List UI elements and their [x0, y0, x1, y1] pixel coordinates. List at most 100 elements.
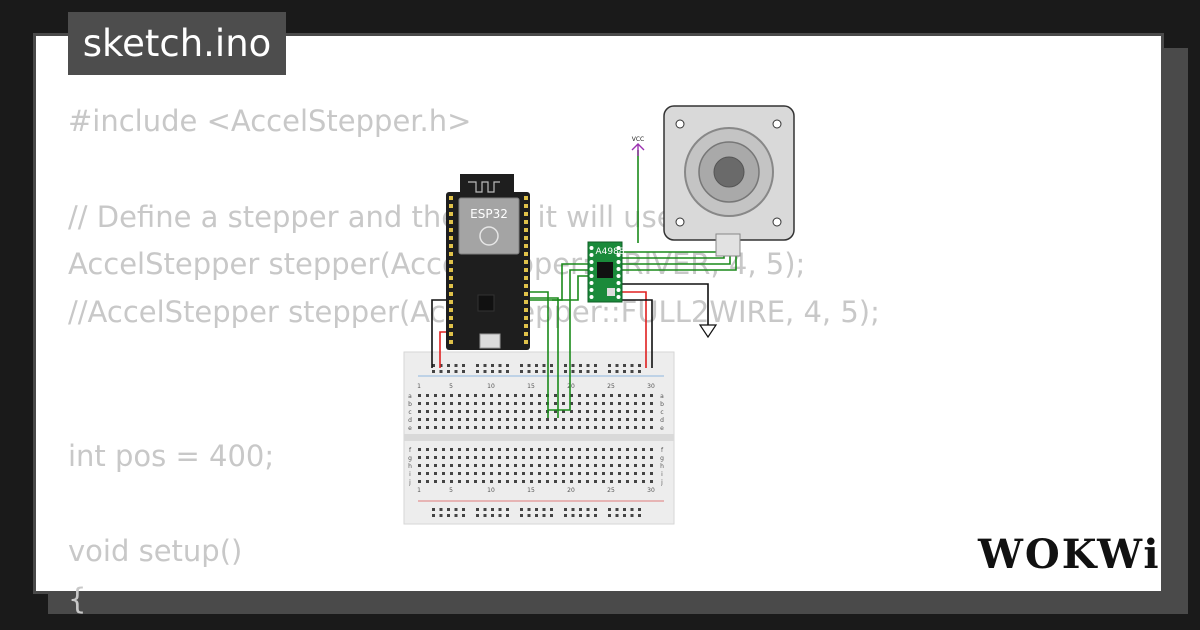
- breadboard-hole[interactable]: [454, 370, 458, 373]
- breadboard-hole[interactable]: [530, 472, 533, 475]
- breadboard-hole[interactable]: [498, 456, 501, 459]
- breadboard-hole[interactable]: [482, 456, 485, 459]
- breadboard-hole[interactable]: [450, 448, 453, 451]
- breadboard-hole[interactable]: [546, 418, 549, 421]
- breadboard-hole[interactable]: [506, 364, 509, 367]
- breadboard-hole[interactable]: [562, 402, 565, 405]
- breadboard-hole[interactable]: [458, 426, 461, 429]
- breadboard-hole[interactable]: [482, 402, 485, 405]
- breadboard-hole[interactable]: [498, 472, 501, 475]
- breadboard-hole[interactable]: [570, 410, 573, 413]
- breadboard-hole[interactable]: [530, 394, 533, 397]
- breadboard-hole[interactable]: [538, 464, 541, 467]
- driver-pin[interactable]: [616, 267, 621, 271]
- breadboard-hole[interactable]: [527, 364, 531, 367]
- breadboard-hole[interactable]: [522, 480, 525, 483]
- driver-pin[interactable]: [616, 274, 621, 278]
- breadboard-hole[interactable]: [586, 508, 590, 511]
- breadboard-hole[interactable]: [538, 410, 541, 413]
- breadboard-hole[interactable]: [466, 418, 469, 421]
- breadboard-hole[interactable]: [514, 402, 517, 405]
- breadboard-hole[interactable]: [506, 402, 509, 405]
- breadboard-hole[interactable]: [650, 426, 653, 429]
- breadboard-hole[interactable]: [562, 448, 565, 451]
- breadboard-hole[interactable]: [498, 426, 501, 429]
- breadboard-hole[interactable]: [530, 464, 533, 467]
- breadboard-hole[interactable]: [418, 418, 421, 421]
- breadboard-hole[interactable]: [586, 370, 590, 373]
- breadboard-hole[interactable]: [522, 418, 525, 421]
- esp32-pin[interactable]: [524, 324, 528, 328]
- breadboard-hole[interactable]: [426, 410, 429, 413]
- breadboard-hole[interactable]: [476, 514, 479, 517]
- esp32-pin[interactable]: [524, 284, 528, 288]
- esp32-pin[interactable]: [449, 196, 453, 200]
- breadboard-hole[interactable]: [439, 364, 443, 367]
- breadboard-hole[interactable]: [538, 394, 541, 397]
- breadboard-hole[interactable]: [458, 418, 461, 421]
- breadboard-hole[interactable]: [447, 370, 450, 373]
- breadboard-hole[interactable]: [594, 508, 597, 511]
- breadboard-hole[interactable]: [554, 410, 557, 413]
- breadboard-hole[interactable]: [638, 364, 641, 367]
- esp32-pin[interactable]: [524, 212, 528, 216]
- breadboard-hole[interactable]: [578, 464, 581, 467]
- breadboard-hole[interactable]: [514, 426, 517, 429]
- breadboard-hole[interactable]: [615, 370, 619, 373]
- breadboard-hole[interactable]: [514, 464, 517, 467]
- breadboard-hole[interactable]: [562, 426, 565, 429]
- breadboard-hole[interactable]: [506, 370, 509, 373]
- breadboard-hole[interactable]: [618, 472, 621, 475]
- breadboard-hole[interactable]: [538, 456, 541, 459]
- breadboard-hole[interactable]: [458, 464, 461, 467]
- breadboard-hole[interactable]: [554, 402, 557, 405]
- breadboard-hole[interactable]: [608, 508, 611, 511]
- esp32-pin[interactable]: [524, 276, 528, 280]
- breadboard-hole[interactable]: [474, 480, 477, 483]
- breadboard-hole[interactable]: [535, 364, 538, 367]
- breadboard-hole[interactable]: [602, 418, 605, 421]
- breadboard-hole[interactable]: [618, 464, 621, 467]
- esp32-pin[interactable]: [524, 332, 528, 336]
- breadboard-hole[interactable]: [498, 480, 501, 483]
- esp32-pin[interactable]: [449, 220, 453, 224]
- breadboard-hole[interactable]: [522, 464, 525, 467]
- esp32-pin[interactable]: [449, 244, 453, 248]
- driver-pin[interactable]: [616, 295, 621, 299]
- breadboard-hole[interactable]: [520, 370, 523, 373]
- breadboard-hole[interactable]: [638, 370, 641, 373]
- breadboard-hole[interactable]: [634, 480, 637, 483]
- breadboard-hole[interactable]: [650, 456, 653, 459]
- breadboard-hole[interactable]: [522, 402, 525, 405]
- breadboard-hole[interactable]: [482, 472, 485, 475]
- breadboard-hole[interactable]: [586, 402, 589, 405]
- esp32-pin[interactable]: [449, 204, 453, 208]
- esp32-pin[interactable]: [524, 260, 528, 264]
- breadboard-hole[interactable]: [535, 370, 538, 373]
- breadboard-hole[interactable]: [490, 464, 493, 467]
- wokwi-logo[interactable]: WOKWi: [976, 526, 1159, 578]
- breadboard-hole[interactable]: [564, 364, 567, 367]
- breadboard-hole[interactable]: [483, 370, 487, 373]
- breadboard-hole[interactable]: [578, 448, 581, 451]
- breadboard-hole[interactable]: [482, 394, 485, 397]
- driver-pin[interactable]: [589, 274, 594, 278]
- esp32-pin[interactable]: [449, 212, 453, 216]
- breadboard-hole[interactable]: [550, 364, 553, 367]
- esp32-pin[interactable]: [449, 260, 453, 264]
- breadboard-hole[interactable]: [474, 456, 477, 459]
- breadboard-hole[interactable]: [562, 464, 565, 467]
- breadboard-hole[interactable]: [506, 448, 509, 451]
- vcc-symbol[interactable]: VCC: [631, 136, 645, 156]
- breadboard-hole[interactable]: [618, 456, 621, 459]
- breadboard-hole[interactable]: [454, 364, 458, 367]
- esp32-pin[interactable]: [524, 196, 528, 200]
- breadboard-hole[interactable]: [571, 370, 575, 373]
- breadboard-hole[interactable]: [626, 426, 629, 429]
- breadboard-hole[interactable]: [476, 508, 479, 511]
- breadboard-hole[interactable]: [554, 418, 557, 421]
- esp32-pin[interactable]: [449, 308, 453, 312]
- breadboard-hole[interactable]: [578, 394, 581, 397]
- breadboard-hole[interactable]: [530, 426, 533, 429]
